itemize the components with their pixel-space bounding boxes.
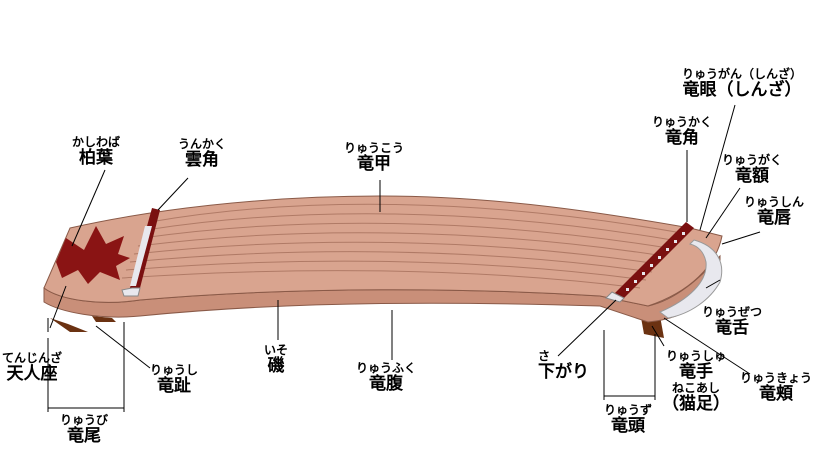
label-nekoashi-kanji: （猫足） [662,394,730,415]
label-ryuubi-kana: りゅうび [60,413,109,427]
label-ryuuzetsu-kanji: 竜舌 [715,318,749,339]
label-ryuukaku-kanji: 竜角 [665,128,699,149]
label-ryuukyou: りゅうきょう 竜頬 [740,371,813,405]
label-ryuugaku-kana: りゅうがく [722,153,783,167]
label-unkaku-kana: うんかく [178,137,227,151]
left-foot [50,318,88,332]
kashiwaba-leaf [56,226,130,284]
label-ryuugan-kanji: 竜眼（しんざ） [682,80,802,101]
label-ryuukyou-kanji: 竜頬 [759,384,793,405]
koto-strings [121,203,677,289]
unkaku-bridge [121,208,160,297]
label-sagari-kanji: 下がり [538,362,589,383]
label-ryuufuku-kana: りゅうふく [356,361,417,375]
label-ryuugan-kana: りゅうがん（しんざ） [682,67,803,81]
label-sagari-kana: さ [538,349,551,363]
label-ryuufuku: りゅうふく 竜腹 [356,361,417,395]
label-iso: いそ 磯 [264,343,289,377]
label-ryuushu: りゅうしゅ 竜手 ねこあし （猫足） [662,349,730,415]
label-ryuushin: りゅうしん 竜唇 [744,195,805,229]
label-ryuuzetsu: りゅうぜつ 竜舌 [702,305,763,339]
label-ryuushi-kanji: 竜趾 [157,376,191,397]
label-ryuubi-kanji: 竜尾 [67,426,101,447]
label-ryuuzu-kana: りゅうず [604,403,653,417]
label-ryuukou-kanji: 竜甲 [357,154,391,175]
label-ryuugaku: りゅうがく 竜額 [722,153,783,187]
label-ryuushu-kana: りゅうしゅ [665,349,726,363]
label-iso-kanji: 磯 [267,356,285,377]
label-ryuugan: りゅうがん（しんざ） 竜眼（しんざ） [682,67,803,101]
leader-lines [47,104,761,412]
label-ryuukaku-kana: りゅうかく [652,115,713,129]
label-kashiwaba-kanji: 柏葉 [79,148,113,169]
label-tenjinza-kanji: 天人座 [6,364,58,385]
label-unkaku-kanji: 雲角 [185,150,219,171]
label-kashiwaba-kana: かしわば [72,135,121,149]
ryuuzetsu-white [659,239,723,319]
label-ryuuzu-kanji: 竜頭 [611,416,645,437]
label-tenjinza: てんじんざ 天人座 [2,351,63,385]
label-iso-kana: いそ [264,343,289,357]
label-ryuukyou-kana: りゅうきょう [740,371,813,385]
label-tenjinza-kana: てんじんざ [2,351,63,365]
label-ryuugaku-kanji: 竜額 [735,166,769,187]
label-nekoashi-kana: ねこあし [671,380,720,395]
label-sagari: さ 下がり [538,349,589,383]
ryuukaku-bridge [605,222,694,303]
label-ryuushin-kana: りゅうしん [744,195,805,209]
label-ryuushin-kanji: 竜唇 [757,208,791,229]
label-kashiwaba: かしわば 柏葉 [72,135,121,169]
label-ryuukou: りゅうこう 竜甲 [344,141,405,175]
label-ryuushu-kanji: 竜手 [679,362,713,383]
label-ryuuzetsu-kana: りゅうぜつ [702,305,763,319]
label-ryuufuku-kanji: 竜腹 [369,374,403,395]
label-unkaku: うんかく 雲角 [178,137,227,171]
label-ryuuzu: りゅうず 竜頭 [604,403,653,437]
label-ryuushi-kana: りゅうし [150,363,199,377]
label-ryuubi: りゅうび 竜尾 [60,413,109,447]
label-ryuushi: りゅうし 竜趾 [150,363,199,397]
label-ryuukaku: りゅうかく 竜角 [652,115,713,149]
label-ryuukou-kana: りゅうこう [344,141,405,155]
left-foot-2 [92,316,116,322]
